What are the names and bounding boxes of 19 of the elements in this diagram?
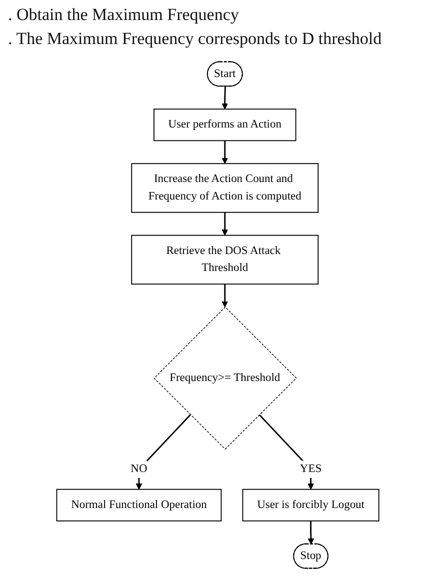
arrow [258,414,314,490]
process-box: Retrieve the DOS Attack Threshold [130,234,318,284]
arrow [221,86,228,109]
process-box: Increase the Action Count and Frequency of Action is computed [130,162,318,212]
edge-label: YES [300,460,322,478]
paragraph-text: . The Maximum Frequency corresponds to D threshold [8,28,383,50]
arrow [221,212,228,236]
arrow [136,414,191,490]
arrow [221,284,228,307]
process-box: User performs an Action [153,108,296,141]
decision-diamond: Frequency>= Threshold [153,306,297,450]
terminal-oval: Stop [292,542,328,568]
edge-label: NO [130,460,147,478]
arrow [221,140,228,164]
process-box: Normal Functional Operation [56,488,222,521]
terminal-oval: Start [206,60,243,86]
arrow [308,520,314,544]
paragraph-text: . Obtain the Maximum Frequency [8,4,240,26]
process-box: User is forcibly Logout [242,488,379,521]
